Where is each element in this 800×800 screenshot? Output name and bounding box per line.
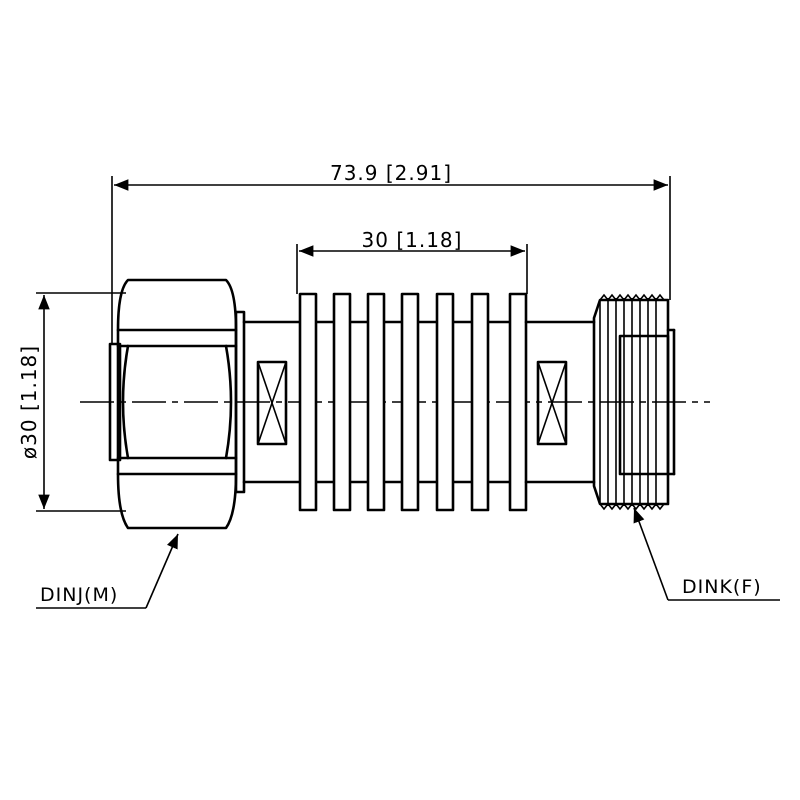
female-connector-label: DINK(F) bbox=[682, 576, 762, 598]
overall-length-dimension: 73.9 [2.91] bbox=[111, 161, 671, 344]
fin-length-label: 30 [1.18] bbox=[362, 228, 463, 252]
diameter-label: ø30 [1.18] bbox=[17, 345, 41, 459]
female-thread bbox=[592, 293, 676, 511]
right-body bbox=[524, 320, 596, 484]
diameter-dimension: ø30 [1.18] bbox=[17, 292, 126, 512]
male-connector-callout: DINJ(M) bbox=[36, 533, 179, 609]
male-hex-nut bbox=[108, 278, 238, 530]
fin-length-dimension: 30 [1.18] bbox=[296, 228, 528, 294]
male-connector-label: DINJ(M) bbox=[40, 584, 118, 606]
cooling-fins bbox=[298, 292, 528, 512]
female-connector-callout: DINK(F) bbox=[633, 507, 780, 601]
left-body bbox=[234, 310, 302, 494]
overall-length-label: 73.9 [2.91] bbox=[330, 161, 452, 185]
